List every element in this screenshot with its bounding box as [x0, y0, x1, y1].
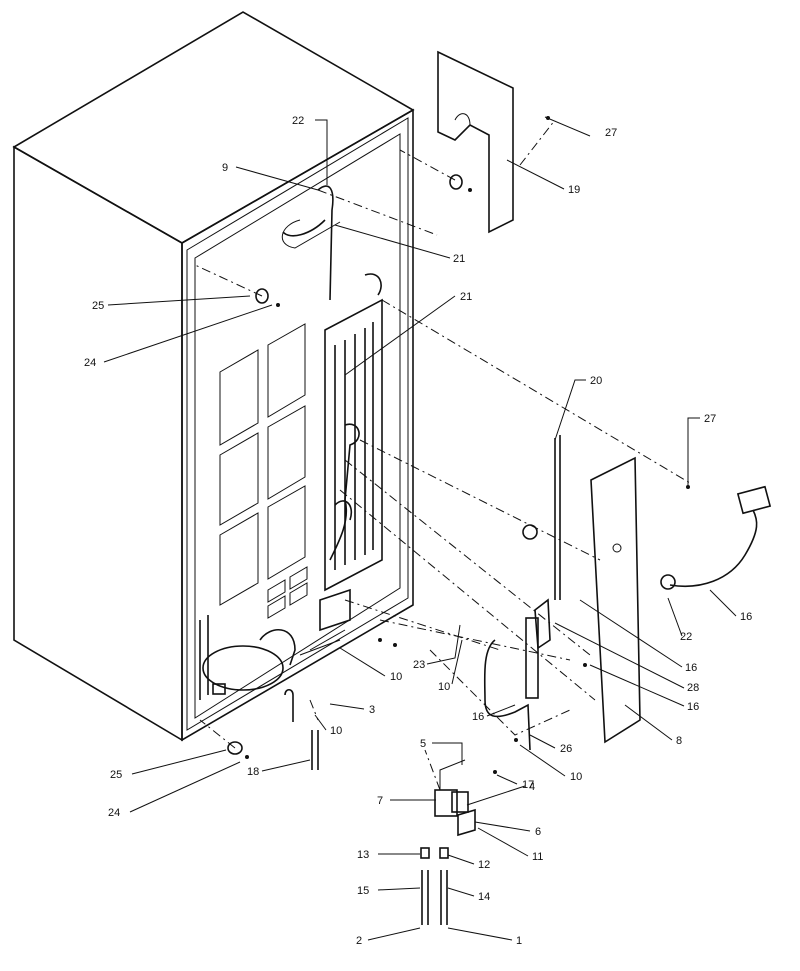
wire-harness [522, 435, 561, 699]
lower-rear-cover [590, 456, 641, 744]
callout-25-top: 25 [92, 300, 104, 312]
upper-rear-cover [437, 50, 514, 234]
callout-19: 19 [568, 184, 580, 196]
callout-18: 18 [247, 766, 259, 778]
water-valve-assembly [434, 759, 476, 837]
back-panel-grid [219, 323, 308, 619]
callout-26: 26 [560, 743, 572, 755]
callout-23: 23 [413, 659, 425, 671]
callout-7: 7 [377, 795, 383, 807]
power-cord [660, 485, 772, 590]
callout-5: 5 [420, 738, 426, 750]
screws [227, 116, 690, 774]
callout-10-a: 10 [390, 671, 402, 683]
callout-25-bottom: 25 [110, 769, 122, 781]
callout-24-top: 24 [84, 357, 96, 369]
callout-16-a: 16 [685, 662, 697, 674]
explosion-lines [194, 119, 691, 791]
callout-10-d: 10 [330, 725, 342, 737]
callout-4: 4 [529, 781, 535, 793]
callout-16-b: 16 [687, 701, 699, 713]
callout-22-right: 22 [680, 631, 692, 643]
callout-labels: 22 9 25 24 21 21 27 19 20 27 16 22 16 28… [84, 115, 752, 947]
callout-20: 20 [590, 375, 602, 387]
callout-8: 8 [676, 735, 682, 747]
callout-16-d: 17 [522, 779, 534, 791]
callout-22-top: 22 [292, 115, 304, 127]
callout-16-c: 16 [472, 711, 484, 723]
callout-10-b: 10 [438, 681, 450, 693]
callout-14: 14 [478, 891, 490, 903]
callout-11: 11 [532, 851, 543, 863]
callout-27-right: 27 [704, 413, 716, 425]
callout-10-c: 10 [570, 771, 582, 783]
callout-17: 15 [357, 885, 369, 897]
callout-3: 3 [369, 704, 375, 716]
callout-24-bottom: 24 [108, 807, 120, 819]
compressor-area [199, 588, 351, 700]
leader-lines [103, 116, 737, 941]
callout-13: 13 [357, 849, 369, 861]
water-line [483, 639, 531, 751]
callout-12: 12 [478, 859, 490, 871]
callout-21-mid: 21 [460, 291, 472, 303]
callout-15: 16 [740, 611, 752, 623]
callout-6: 6 [535, 826, 541, 838]
drain-tube [284, 688, 319, 770]
callout-9: 9 [222, 162, 228, 174]
callout-27-top: 27 [605, 127, 617, 139]
refrigerator-cabinet [12, 11, 415, 742]
condenser-coil [282, 185, 383, 592]
valve-fittings [420, 847, 449, 925]
callout-21-top: 21 [453, 253, 465, 265]
callout-28: 28 [687, 682, 699, 694]
callout-2: 2 [356, 935, 362, 947]
callout-1: 1 [516, 935, 522, 947]
